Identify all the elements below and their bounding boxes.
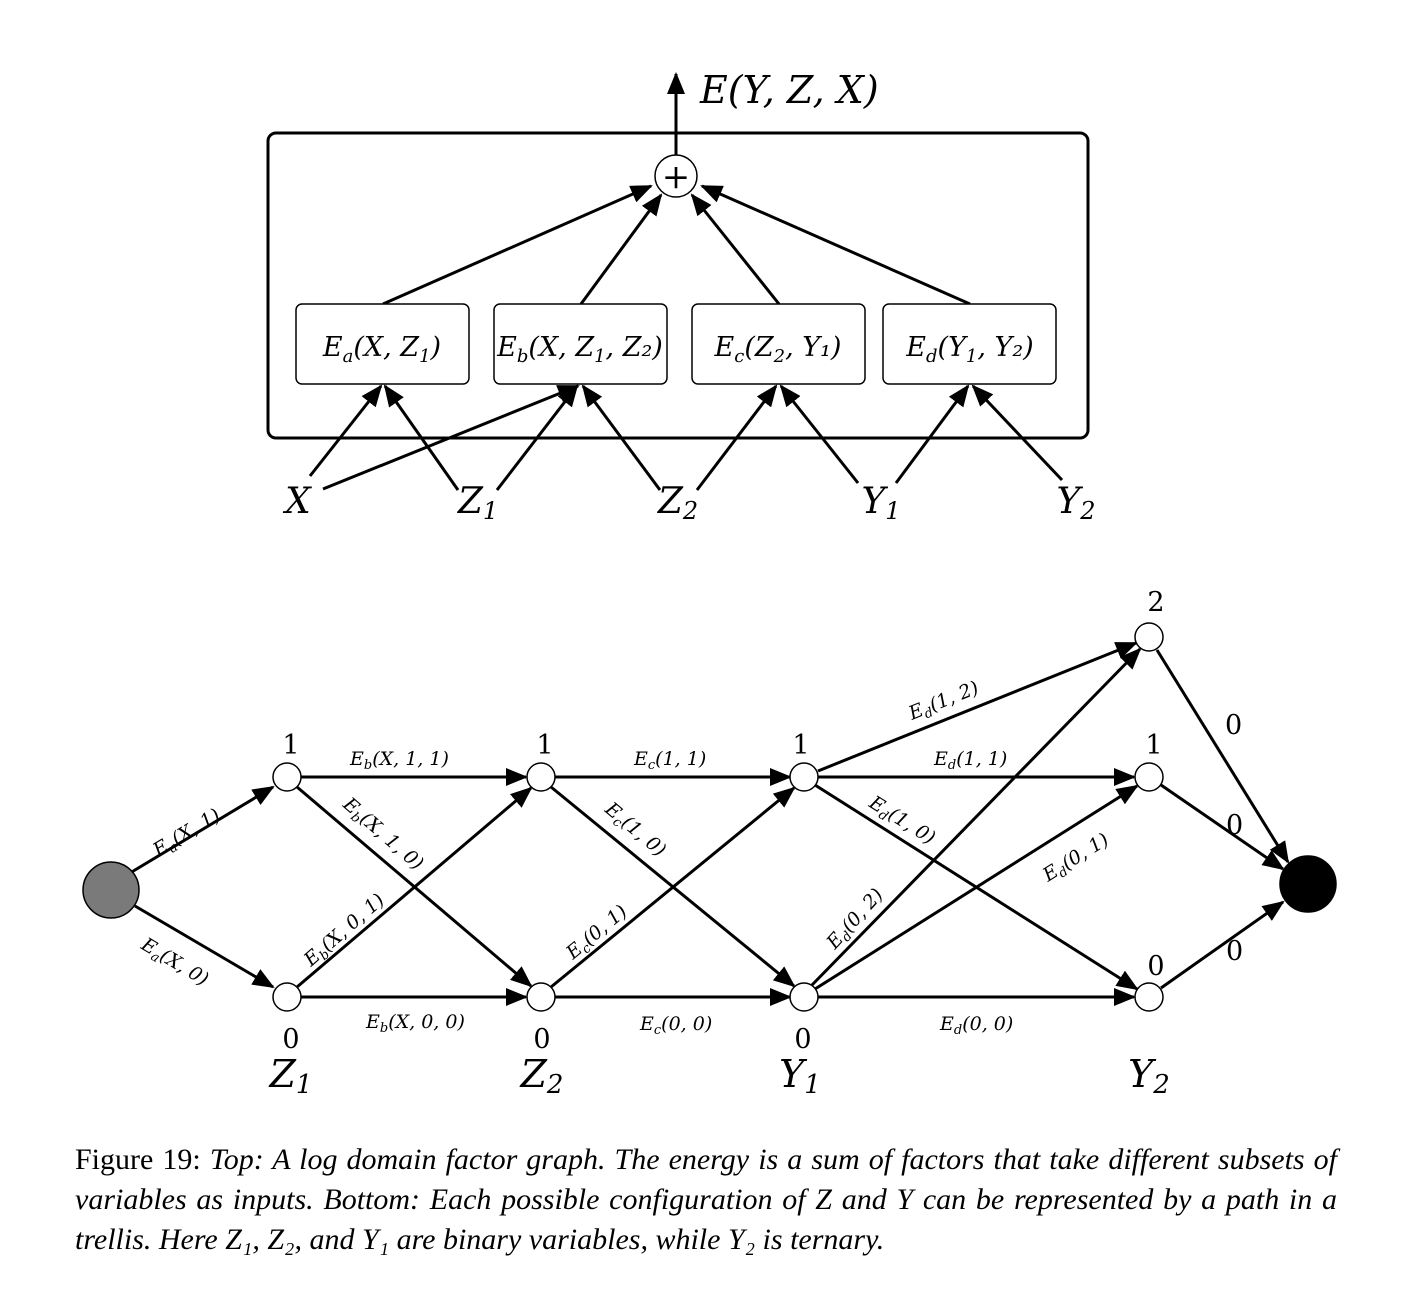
caption-text: Top: A log domain factor graph. The ener… [75, 1143, 1337, 1256]
var-label-z1: Z1 [457, 481, 498, 525]
arrow-z2-to-ec [695, 384, 778, 491]
edge-label-eb-x00: Eb(X, 0, 0) [365, 1011, 465, 1036]
edge-label-ed-01: Ed(0, 1) [1038, 829, 1114, 890]
sum-symbol: + [662, 157, 691, 197]
edge-y2-2-sink [1155, 649, 1290, 864]
arrow-ed-to-sum [700, 184, 971, 306]
factor-label-a: Ea(X, Z1) [322, 332, 441, 367]
z2-state-0-label: 0 [533, 1024, 550, 1055]
factor-box-c [691, 303, 866, 385]
arrow-ec-to-sum [690, 193, 781, 305]
edge-y1-1-y2-2 [817, 641, 1138, 773]
arrow-z1-to-eb [495, 384, 579, 491]
y1-state-1-label: 1 [792, 730, 809, 761]
output-label: E(Y, Z, X) [699, 68, 879, 112]
y2-state-0-label: 0 [1147, 951, 1164, 982]
edge-label-sink-from-0: 0 [1226, 936, 1243, 967]
edge-label-ed-00: Ed(0, 0) [939, 1013, 1013, 1038]
factor-frame [266, 131, 1090, 440]
arrow-y1-to-ed [894, 384, 970, 484]
edge-y1-0-y2-2 [810, 647, 1142, 987]
factor-box-b [493, 303, 668, 385]
arrow-x-to-ea [308, 384, 383, 477]
factor-box-d [882, 303, 1057, 385]
edge-label-eb-x01: Eb(X, 0, 1) [299, 889, 391, 973]
arrow-y2-to-ed [971, 384, 1064, 482]
edge-label-ec-11: Ec(1, 1) [633, 748, 706, 773]
top-factor-graph: E(Y, Z, X) + Ea(X, Z1) Eb(X, Z1, Z₂) Ec(… [266, 68, 1096, 525]
edge-source-z1-1 [129, 785, 275, 875]
edge-label-ea-x1: Ea(X, 1) [148, 804, 225, 864]
edge-label-ed-11: Ed(1, 1) [933, 748, 1007, 773]
var-label-z2: Z2 [657, 481, 698, 525]
edge-label-ec-00: Ec(0, 0) [639, 1013, 712, 1038]
edge-source-z1-0 [134, 904, 275, 989]
arrow-z2-to-eb [581, 384, 662, 491]
y2-state-0-node [1134, 982, 1164, 1012]
edge-z2-0-y1-1 [550, 786, 796, 989]
z1-state-1-node [272, 762, 302, 792]
factor-label-b: Eb(X, Z1, Z₂) [496, 332, 663, 367]
y1-state-1-node [789, 762, 819, 792]
z2-state-1-label: 1 [536, 730, 553, 761]
edge-label-sink-from-1: 0 [1226, 810, 1243, 841]
arrow-x-to-eb [322, 384, 580, 491]
var-label-y2: Y2 [1056, 481, 1095, 525]
factor-label-d: Ed(Y1, Y₂) [905, 332, 1033, 367]
z2-state-1-node [526, 762, 556, 792]
sink-node [1279, 855, 1337, 913]
figure-caption: Figure 19: Top: A log domain factor grap… [75, 1140, 1337, 1260]
trellis-col-y1: Y1 [779, 1052, 821, 1100]
trellis-col-z2: Z2 [520, 1052, 564, 1100]
edge-label-sink-from-2: 0 [1225, 710, 1242, 741]
edge-label-eb-x11: Eb(X, 1, 1) [349, 748, 449, 773]
z2-state-0-node [526, 982, 556, 1012]
edge-z1-0-z2-1 [296, 786, 533, 989]
factor-box-a [295, 303, 470, 385]
arrow-z1-to-ea [383, 384, 460, 491]
trellis-col-y2: Y2 [1128, 1052, 1170, 1100]
trellis: 1 0 1 0 1 0 2 1 0 Z1 Z2 Y1 Y2 Ea(X, 1) E… [82, 587, 1337, 1100]
edge-y2-1-sink [1160, 783, 1285, 871]
edge-label-eb-x10: Eb(X, 1, 0) [336, 793, 428, 877]
arrow-eb-to-sum [579, 193, 663, 305]
y2-state-1-node [1134, 762, 1164, 792]
figure-number: Figure 19: [75, 1143, 201, 1176]
sum-node [654, 154, 698, 198]
z1-state-1-label: 1 [282, 730, 299, 761]
factor-label-c: Ec(Z2, Y₁) [714, 332, 842, 367]
edge-label-ed-02: Ed(0, 2) [822, 884, 890, 956]
y2-state-2-node [1134, 622, 1164, 652]
edge-label-ea-x0: Ea(X, 0) [135, 933, 212, 993]
y1-state-0-label: 0 [794, 1024, 811, 1055]
edge-y1-0-y2-1 [814, 784, 1139, 991]
var-label-y1: Y1 [861, 481, 900, 525]
edge-y2-0-sink [1160, 900, 1285, 990]
source-node [82, 861, 140, 919]
z1-state-0-node [272, 982, 302, 1012]
y2-state-2-label: 2 [1147, 587, 1164, 618]
var-label-x: X [282, 481, 312, 522]
trellis-col-z1: Z1 [269, 1052, 313, 1100]
arrow-ea-to-sum [382, 184, 653, 306]
edge-label-ec-01: Ec(0, 1) [561, 901, 633, 967]
y2-state-1-label: 1 [1145, 730, 1162, 761]
z1-state-0-label: 0 [282, 1024, 299, 1055]
factor-graph-figure: E(Y, Z, X) + Ea(X, Z1) Eb(X, Z1, Z₂) Ec(… [82, 68, 1337, 1100]
y1-state-0-node [789, 982, 819, 1012]
arrow-y1-to-ec [779, 384, 860, 484]
